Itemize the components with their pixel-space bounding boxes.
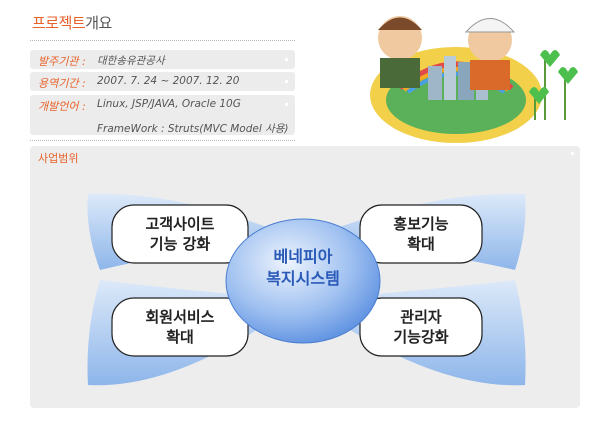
item-line: 기능 강화 xyxy=(149,235,211,253)
scope-label: 사업범위 xyxy=(38,152,79,165)
bullet-icon xyxy=(285,80,288,83)
card-promotion xyxy=(359,204,483,264)
bullet-icon xyxy=(285,103,288,106)
project-illustration xyxy=(340,0,603,145)
info-row-period: 용역기간 : 2007. 7. 24 ~ 2007. 12. 20 xyxy=(30,72,295,91)
lang-value: Linux, JSP/JAVA, Oracle 10G xyxy=(97,98,241,110)
bullet-icon xyxy=(571,152,574,155)
center-circle xyxy=(225,218,381,344)
page-title: 프로젝트개요 xyxy=(32,12,112,33)
item-line: 고객사이트 xyxy=(145,215,215,233)
title-divider xyxy=(30,40,295,41)
center-label: 베네피아 복지시스템 xyxy=(236,246,370,290)
info-divider xyxy=(30,140,295,141)
client-label: 발주기관 : xyxy=(38,55,86,68)
card-admin xyxy=(359,297,483,357)
framework-value: FrameWork : Struts(MVC Model 사용) xyxy=(97,123,289,135)
center-line: 베네피아 xyxy=(273,247,333,266)
bullet-icon xyxy=(285,58,288,61)
period-value: 2007. 7. 24 ~ 2007. 12. 20 xyxy=(97,75,240,87)
item-line: 확대 xyxy=(407,235,435,253)
title-part2: 개요 xyxy=(85,14,112,32)
item-admin: 관리자 기능강화 xyxy=(360,307,482,347)
card-member-service xyxy=(111,297,249,357)
lang-label: 개발언어 : xyxy=(38,100,86,113)
client-value: 대한송유관공사 xyxy=(97,55,165,67)
card-customer-site xyxy=(111,204,249,264)
item-member-service: 회원서비스 확대 xyxy=(112,307,248,347)
item-line: 회원서비스 xyxy=(145,308,215,326)
period-label: 용역기간 : xyxy=(38,77,86,90)
item-promotion: 홍보기능 확대 xyxy=(360,214,482,254)
title-part1: 프로젝트 xyxy=(32,14,86,32)
item-line: 기능강화 xyxy=(393,328,449,346)
item-line: 홍보기능 xyxy=(393,215,449,233)
item-line: 확대 xyxy=(166,328,194,346)
illustration-svg xyxy=(370,16,578,143)
item-line: 관리자 xyxy=(400,308,442,326)
item-customer-site: 고객사이트 기능 강화 xyxy=(112,214,248,254)
info-row-client: 발주기관 : 대한송유관공사 xyxy=(30,50,295,69)
center-line: 복지시스템 xyxy=(266,269,340,288)
info-row-lang: 개발언어 : Linux, JSP/JAVA, Oracle 10G Frame… xyxy=(30,95,295,135)
